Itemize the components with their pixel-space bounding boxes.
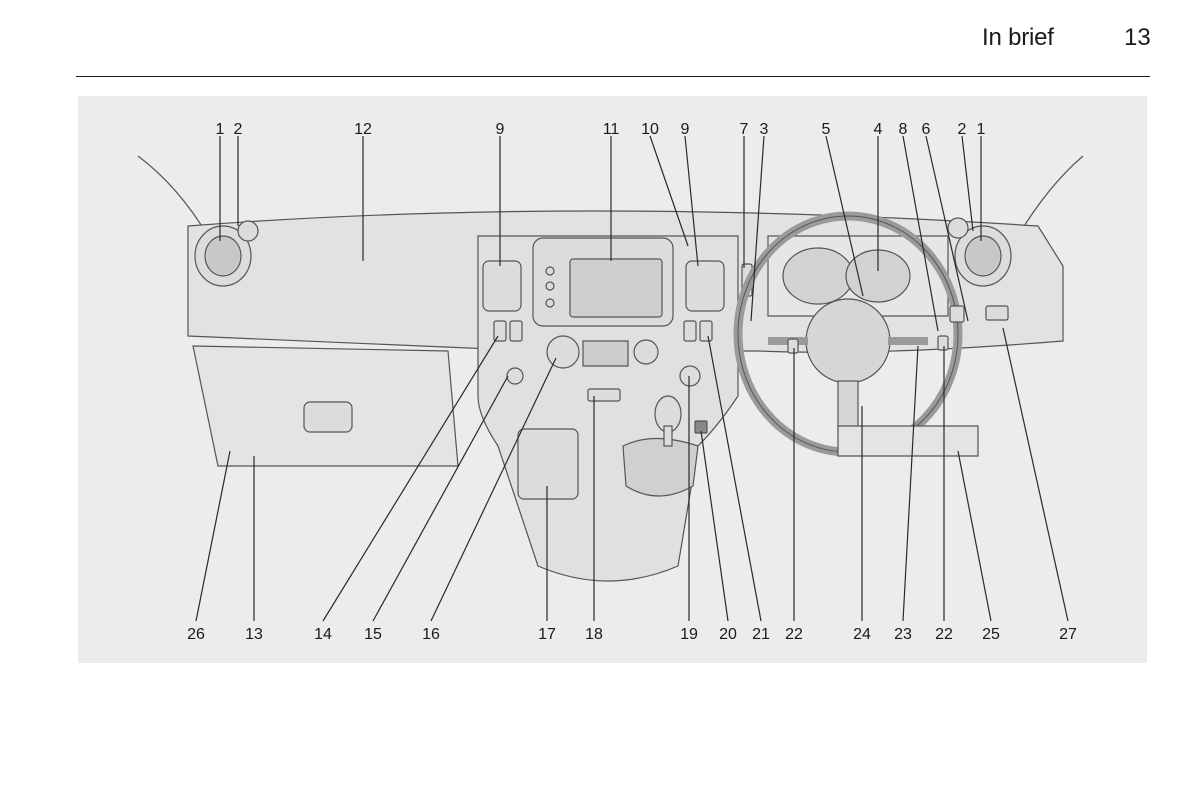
storage-compartment [517,428,579,500]
callout-top-3: 3 [760,121,769,138]
callout-top-2-right: 2 [958,121,967,138]
callout-bottom-15: 15 [364,626,382,643]
header-rule [76,76,1150,77]
callout-bottom-21: 21 [752,626,770,643]
callout-bottom-25: 25 [982,626,1000,643]
callout-top-2-left: 2 [234,121,243,138]
callout-bottom-17: 17 [538,626,556,643]
callout-bottom-22-left: 22 [785,626,803,643]
callout-bottom-23: 23 [894,626,912,643]
callout-top-9-right: 9 [681,121,690,138]
power-socket [506,367,524,385]
dashboard-drawing [137,155,1084,582]
callout-bottom-19: 19 [680,626,698,643]
centre-knob [679,365,701,387]
callout-top-1-left: 1 [216,121,225,138]
steering-wheel-hub [805,298,891,384]
central-left-vent [482,260,522,312]
callout-top-10: 10 [641,121,659,138]
central-right-vent [685,260,725,312]
dashboard-illustration-panel: 1 2 12 9 11 10 9 7 3 5 4 8 6 2 1 26 13 1… [78,96,1147,663]
climate-right-knob [633,339,659,365]
infotainment-screen [569,258,663,318]
callout-bottom-27: 27 [1059,626,1077,643]
dashboard-illustration: 1 2 12 9 11 10 9 7 3 5 4 8 6 2 1 26 13 1… [137,121,1084,643]
climate-left-knob [546,335,580,369]
callout-bottom-22-right: 22 [935,626,953,643]
callout-top-9-left: 9 [496,121,505,138]
callout-bottom-20: 20 [719,626,737,643]
page-number: 13 [1124,24,1151,51]
callout-top-4: 4 [874,121,883,138]
callout-labels: 1 2 12 9 11 10 9 7 3 5 4 8 6 2 1 26 13 1… [187,121,1077,643]
callout-bottom-16: 16 [422,626,440,643]
callout-top-5: 5 [822,121,831,138]
callout-bottom-26: 26 [187,626,205,643]
callout-top-6: 6 [922,121,931,138]
callout-top-11: 11 [603,121,620,138]
callout-top-1-right: 1 [977,121,986,138]
callout-bottom-24: 24 [853,626,871,643]
callout-top-12: 12 [354,121,372,138]
callout-bottom-13: 13 [245,626,263,643]
left-side-vent [237,220,259,242]
callout-top-7: 7 [740,121,749,138]
callout-top-8: 8 [899,121,908,138]
leader-lines [195,135,1069,622]
section-title: In brief [982,24,1054,51]
callout-bottom-18: 18 [585,626,603,643]
gear-lever-boot [622,437,699,497]
callout-bottom-14: 14 [314,626,332,643]
